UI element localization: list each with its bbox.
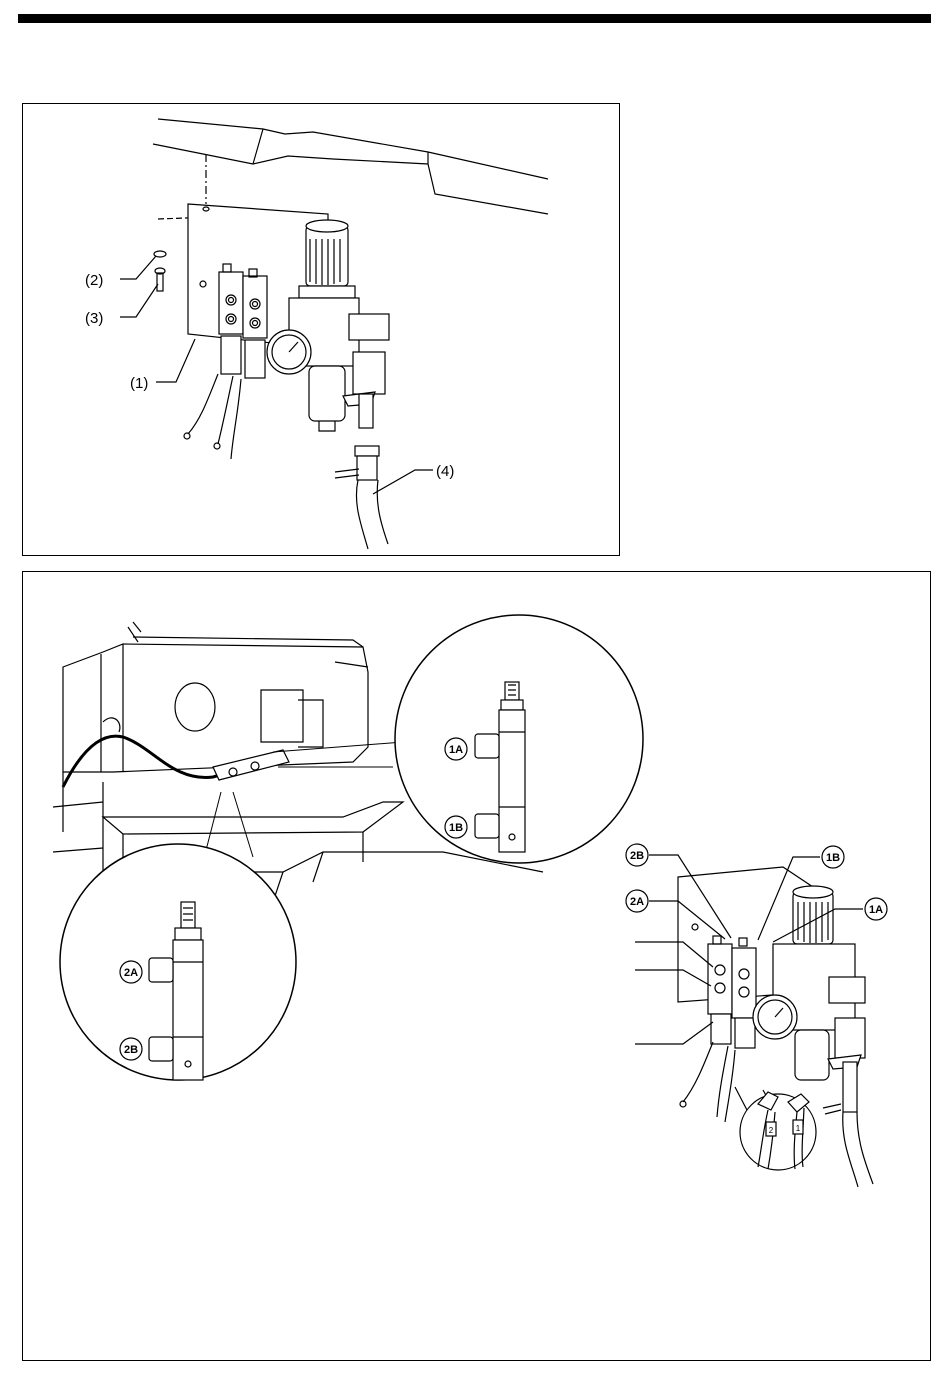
port-1A-badge: 1A [445, 738, 467, 760]
callout-2A-label: 2A [630, 896, 644, 908]
callout-2A-badge: 2A [626, 890, 648, 912]
port-1B-badge: 1B [445, 816, 467, 838]
callout-2B-badge: 2B [626, 844, 648, 866]
magnifier-2 [60, 792, 296, 1080]
callout-2: (2) [85, 272, 103, 289]
port-2A-label: 2A [124, 967, 138, 979]
cylinder-connection-illustration: 1A 1B 2A 2B [23, 572, 932, 1362]
callout-1A-badge: 1A [865, 898, 887, 920]
solenoid-valves [219, 264, 267, 378]
callout-1B-label: 1B [826, 852, 840, 864]
callout-3: (3) [85, 310, 103, 327]
valve-assembly-right: 2 1 [678, 867, 873, 1187]
port-2B-badge: 2B [120, 1038, 142, 1060]
port-1A-label: 1A [449, 744, 463, 756]
figure-panel-top: (2) (3) (1) (4) [22, 103, 620, 556]
callout-2B-label: 2B [630, 850, 644, 862]
port-2A-badge: 2A [120, 961, 142, 983]
callout-1A-label: 1A [869, 904, 883, 916]
valve-wires [184, 374, 241, 459]
callout-1: (1) [130, 375, 148, 392]
header-rule [18, 14, 931, 23]
hose-assembly [335, 446, 388, 549]
callout-4: (4) [436, 463, 454, 480]
figure-panel-bottom: 1A 1B 2A 2B [22, 571, 931, 1361]
tube-mark-1: 1 [796, 1124, 801, 1133]
callout-1B-badge: 1B [822, 846, 844, 868]
port-1B-label: 1B [449, 822, 463, 834]
port-2B-label: 2B [124, 1044, 138, 1056]
table-outline [153, 119, 548, 214]
valve-mounting-illustration: (2) (3) (1) (4) [23, 104, 621, 557]
tube-mark-2: 2 [769, 1126, 774, 1135]
